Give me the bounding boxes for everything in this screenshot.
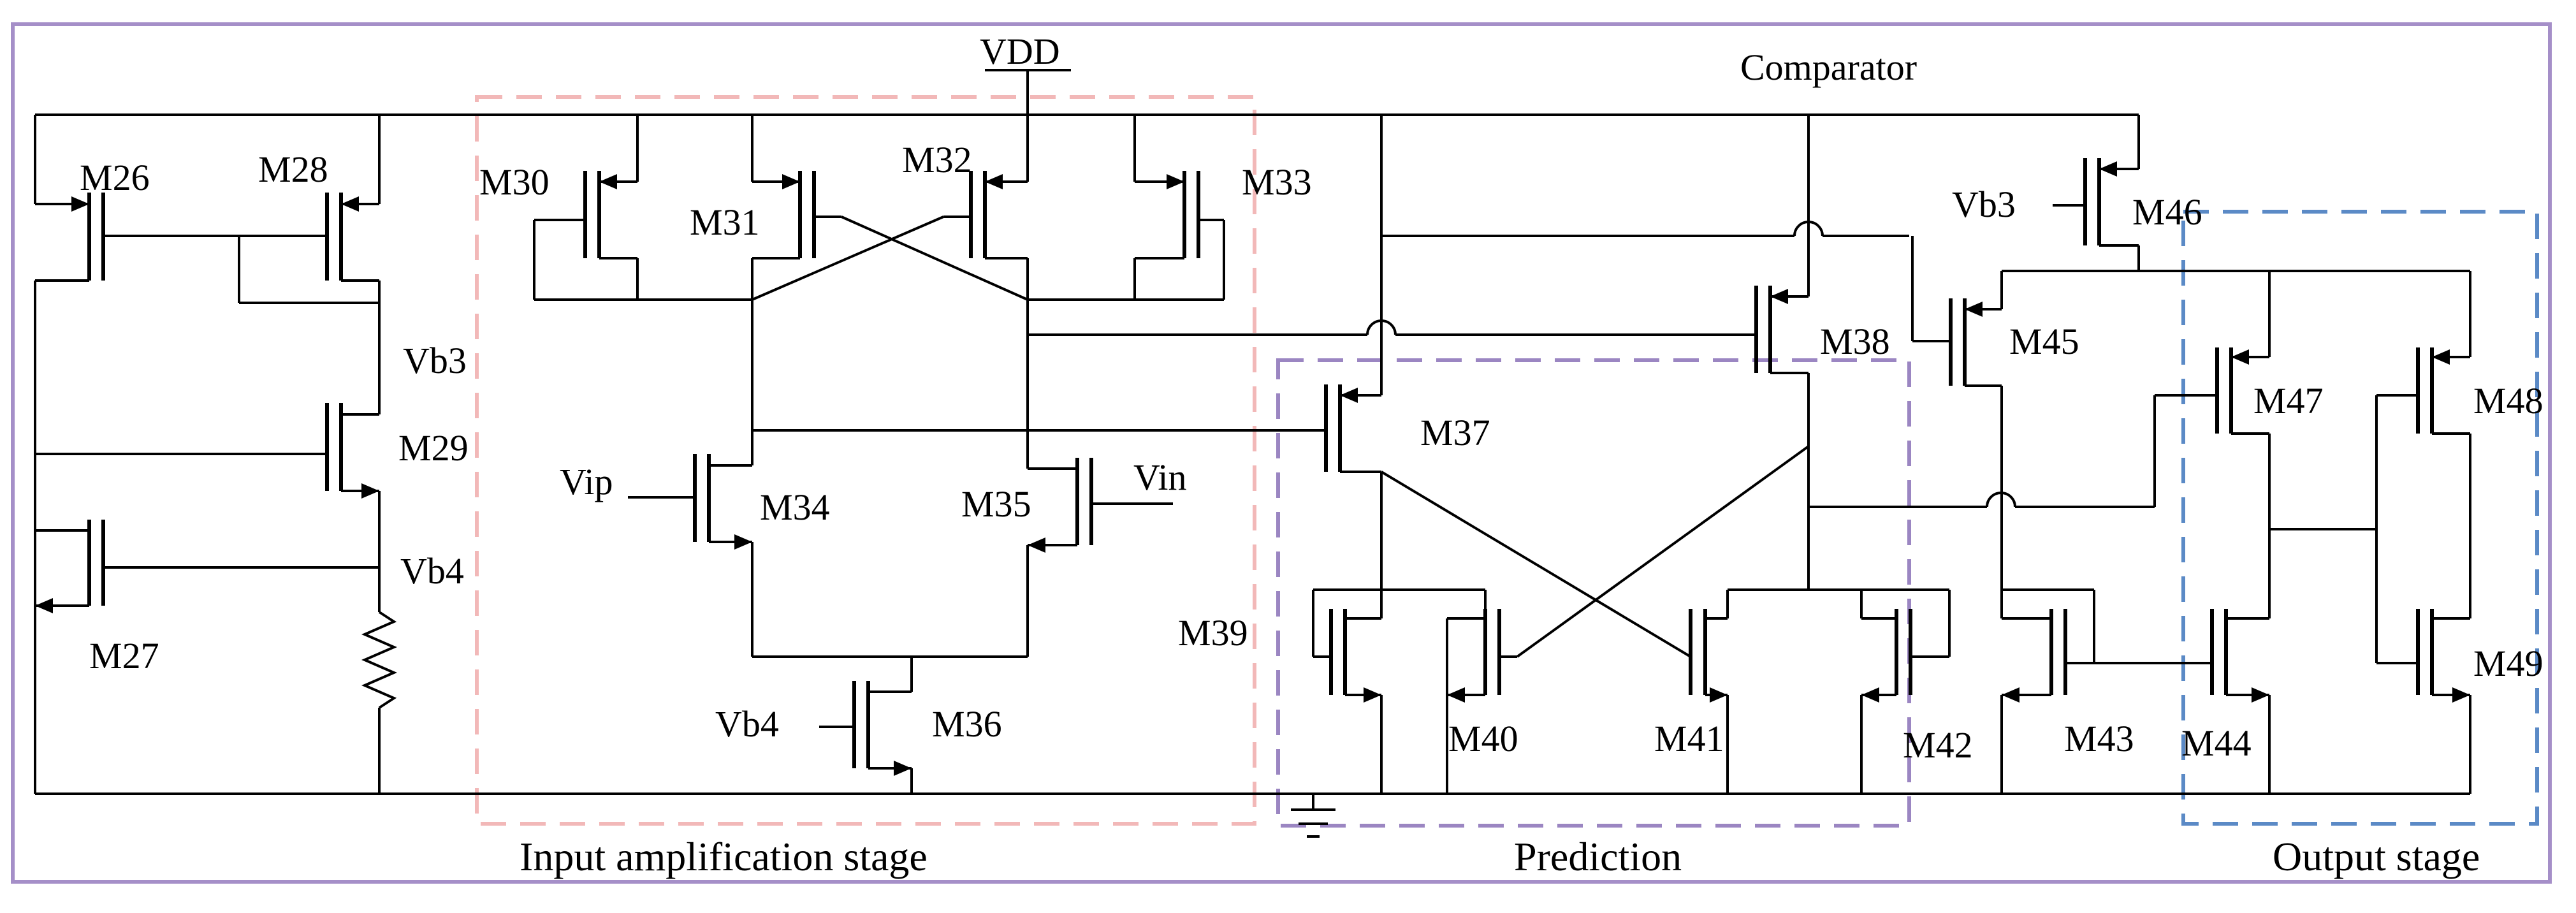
label-m40: M40 — [1448, 718, 1518, 759]
label-m43: M43 — [2064, 718, 2134, 759]
input-stage-circuit — [533, 115, 1225, 794]
label-m37: M37 — [1420, 412, 1490, 453]
bias-circuit — [34, 115, 398, 794]
label-vin: Vin — [1133, 456, 1187, 498]
label-m46: M46 — [2132, 191, 2202, 233]
label-m34: M34 — [760, 486, 830, 528]
label-m41: M41 — [1654, 718, 1724, 759]
latch-circuit — [1911, 115, 2470, 794]
vdd-rail — [35, 69, 2139, 116]
label-m27: M27 — [89, 635, 159, 676]
label-m48: M48 — [2473, 380, 2543, 421]
label-m45: M45 — [2009, 321, 2079, 362]
label-m39: M39 — [1178, 612, 1248, 654]
output-stage-box — [2181, 210, 2539, 826]
label-m30: M30 — [479, 161, 549, 203]
output-circuit — [2153, 271, 2471, 794]
label-m35: M35 — [961, 483, 1031, 525]
section-label-comparator: Comparator — [1740, 47, 1917, 88]
label-m33: M33 — [1242, 161, 1312, 203]
prediction-box — [1276, 358, 1911, 828]
label-m42: M42 — [1903, 724, 1973, 766]
vdd-label: VDD — [980, 31, 1060, 72]
label-m47: M47 — [2253, 380, 2324, 421]
label-m38: M38 — [1820, 321, 1890, 362]
label-vb3-right: Vb3 — [1952, 184, 2016, 225]
label-m36: M36 — [932, 703, 1002, 745]
label-m28: M28 — [258, 149, 328, 190]
label-vb4-bottom: Vb4 — [715, 703, 779, 745]
label-vip: Vip — [560, 461, 613, 502]
label-m49: M49 — [2473, 643, 2543, 684]
outer-frame — [11, 22, 2552, 884]
section-label-prediction: Prediction — [1514, 834, 1682, 879]
label-vb3-left: Vb3 — [403, 340, 467, 381]
section-label-input-stage: Input amplification stage — [520, 834, 928, 879]
label-m32: M32 — [902, 139, 972, 180]
label-m26: M26 — [80, 157, 150, 198]
label-m29: M29 — [398, 427, 469, 469]
label-vb4-left: Vb4 — [400, 550, 464, 592]
label-m31: M31 — [690, 201, 760, 243]
label-m44: M44 — [2181, 722, 2252, 764]
section-label-output-stage: Output stage — [2273, 834, 2480, 879]
ground-rail — [35, 792, 2470, 838]
